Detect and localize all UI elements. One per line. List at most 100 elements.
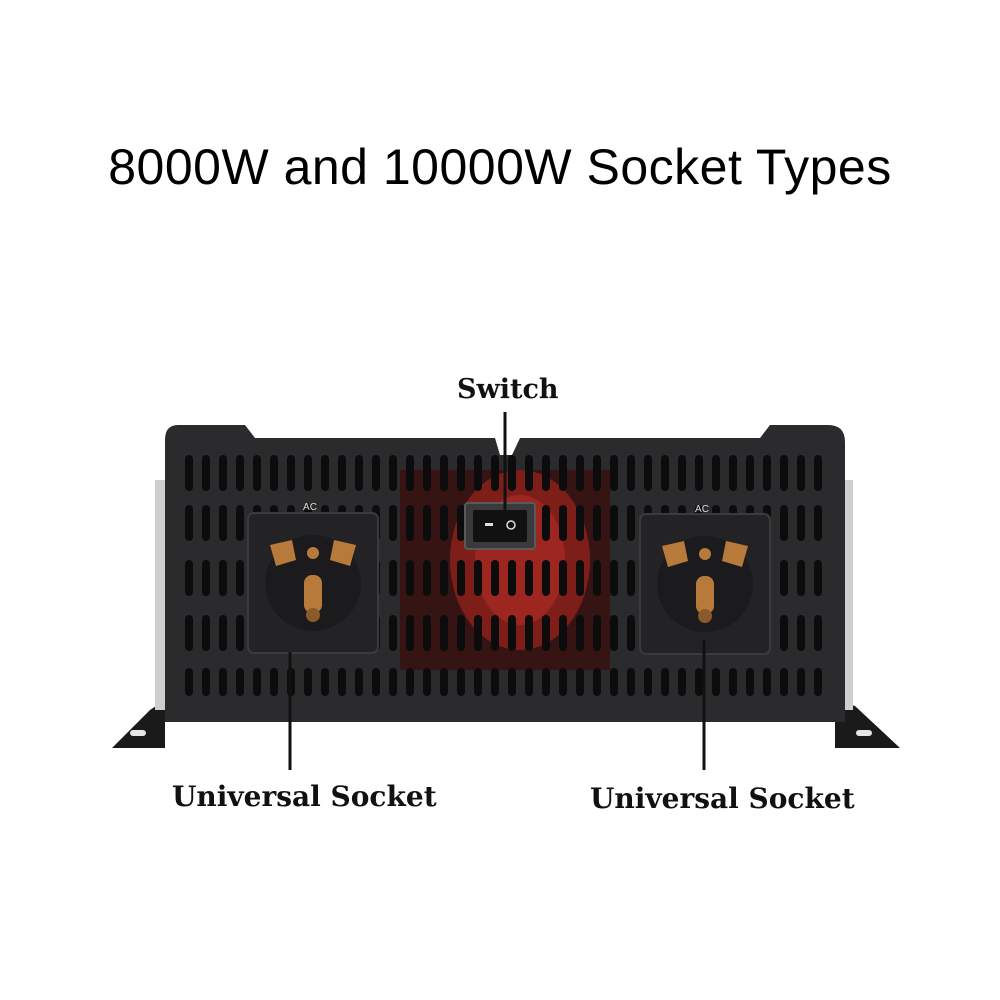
vent-slot <box>440 615 448 651</box>
vent-slot <box>542 505 550 541</box>
vent-slot <box>457 455 465 491</box>
vent-slot <box>389 560 397 596</box>
vent-slot <box>491 560 499 596</box>
vent-slot <box>389 615 397 651</box>
vent-slot <box>610 455 618 491</box>
vent-slot <box>389 505 397 541</box>
vent-slot <box>423 560 431 596</box>
vent-slot <box>202 455 210 491</box>
vent-slot <box>610 505 618 541</box>
vent-slot <box>627 615 635 651</box>
right-ac-socket: AC <box>639 504 771 655</box>
vent-slot <box>814 615 822 651</box>
vent-slot <box>525 668 533 696</box>
vent-slot <box>712 668 720 696</box>
vent-slot <box>236 455 244 491</box>
vent-slot <box>542 560 550 596</box>
vent-slot <box>559 560 567 596</box>
vent-slot <box>457 615 465 651</box>
vent-slot <box>287 455 295 491</box>
vent-slot <box>406 560 414 596</box>
vent-slot <box>440 560 448 596</box>
vent-slot <box>576 560 584 596</box>
vent-slot <box>763 668 771 696</box>
vent-slot <box>627 505 635 541</box>
vent-slot <box>185 505 193 541</box>
vent-slot <box>508 615 516 651</box>
vent-slot <box>423 455 431 491</box>
left-mounting-foot <box>112 700 165 748</box>
vent-slot <box>576 455 584 491</box>
vent-slot <box>202 505 210 541</box>
vent-slot <box>219 505 227 541</box>
vent-slot <box>508 668 516 696</box>
vent-slot <box>457 668 465 696</box>
vent-slot <box>372 668 380 696</box>
vent-slot <box>457 505 465 541</box>
vent-slot <box>559 505 567 541</box>
vent-slot <box>270 668 278 696</box>
right-mounting-foot <box>835 700 900 748</box>
vent-slot <box>627 560 635 596</box>
vent-slot <box>185 455 193 491</box>
vent-slot <box>236 505 244 541</box>
vent-slot <box>440 668 448 696</box>
vent-slot <box>593 615 601 651</box>
vent-slot <box>797 615 805 651</box>
vent-slot <box>304 668 312 696</box>
vent-slot <box>780 668 788 696</box>
vent-slot <box>542 615 550 651</box>
vent-slot <box>593 560 601 596</box>
vent-slot <box>593 455 601 491</box>
vent-slot <box>389 455 397 491</box>
vent-slot <box>661 455 669 491</box>
vent-slot <box>814 455 822 491</box>
vent-slot <box>236 668 244 696</box>
vent-slot <box>610 615 618 651</box>
vent-slot <box>780 455 788 491</box>
right-socket-callout-label: Universal Socket <box>590 782 855 815</box>
vent-slot <box>814 505 822 541</box>
vent-slot <box>746 455 754 491</box>
vent-slot <box>576 615 584 651</box>
vent-slot <box>797 455 805 491</box>
vent-slot <box>661 668 669 696</box>
vent-slot <box>508 455 516 491</box>
vent-slot <box>406 615 414 651</box>
vent-slot <box>236 615 244 651</box>
vent-slot <box>219 668 227 696</box>
vent-slot <box>355 455 363 491</box>
vent-slot <box>372 455 380 491</box>
vent-slot <box>780 505 788 541</box>
vent-slot <box>780 560 788 596</box>
vent-slot <box>185 668 193 696</box>
switch-callout-label: Switch <box>457 374 559 405</box>
right-socket-label: AC <box>695 504 709 515</box>
vent-slot <box>185 615 193 651</box>
vent-slot <box>525 455 533 491</box>
vent-slot <box>440 455 448 491</box>
vent-slot <box>423 615 431 651</box>
vent-slot <box>338 455 346 491</box>
vent-slot <box>406 668 414 696</box>
vent-slot <box>406 455 414 491</box>
power-switch <box>464 502 536 550</box>
vent-slot <box>389 668 397 696</box>
vent-slot <box>729 455 737 491</box>
vent-slot <box>678 668 686 696</box>
vent-slot <box>797 668 805 696</box>
vent-slot <box>508 560 516 596</box>
vent-slot <box>202 668 210 696</box>
left-ac-socket: AC <box>247 502 379 654</box>
vent-slot <box>627 668 635 696</box>
vent-slot <box>219 615 227 651</box>
vent-slot <box>236 560 244 596</box>
vent-slot <box>576 505 584 541</box>
vent-slot <box>338 668 346 696</box>
vent-slot <box>559 455 567 491</box>
vent-slot <box>253 668 261 696</box>
vent-slot <box>729 668 737 696</box>
vent-slot <box>474 615 482 651</box>
vent-slot <box>644 668 652 696</box>
vent-slot <box>219 455 227 491</box>
